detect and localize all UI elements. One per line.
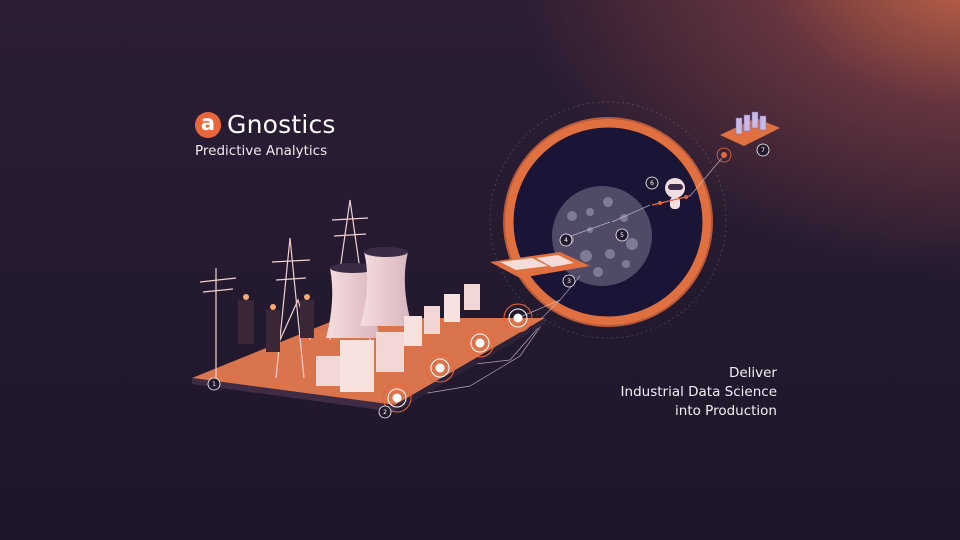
svg-text:3: 3: [567, 278, 571, 285]
cooling-towers: [326, 247, 412, 338]
tagline-line-3: into Production: [675, 403, 777, 419]
step-marker-3: 3: [562, 274, 576, 288]
svg-text:7: 7: [761, 147, 765, 154]
step-marker-5: 5: [615, 228, 629, 242]
tagline-line-1: Deliver: [728, 365, 777, 381]
step-marker-7: 7: [756, 143, 770, 157]
robot-icon: [651, 178, 691, 209]
svg-text:4: 4: [564, 237, 568, 244]
svg-text:2: 2: [383, 409, 387, 416]
brand-logo: a Gnostics: [195, 110, 336, 139]
step-markers: 1 2 3 4 5 6 7: [207, 143, 770, 419]
tagline: Deliver Industrial Data Science into Pro…: [621, 364, 777, 421]
small-towers: [238, 300, 314, 352]
svg-text:6: 6: [650, 180, 654, 187]
portal-ring: [489, 101, 727, 339]
step-marker-6: 6: [645, 176, 659, 190]
step-marker-4: 4: [559, 233, 573, 247]
svg-text:1: 1: [212, 381, 216, 388]
logo-mark-icon: a: [195, 111, 221, 138]
svg-text:5: 5: [620, 232, 624, 239]
sensor-signals: [382, 303, 533, 413]
tagline-line-2: Industrial Data Science: [620, 384, 777, 400]
factory-blocks: [316, 284, 480, 392]
brand-name: Gnostics: [227, 110, 336, 139]
step-marker-1: 1: [207, 377, 221, 391]
data-plate: [490, 252, 590, 278]
data-center-icon: [716, 111, 780, 163]
step-marker-2: 2: [378, 405, 392, 419]
brand-subtitle: Predictive Analytics: [195, 143, 328, 159]
